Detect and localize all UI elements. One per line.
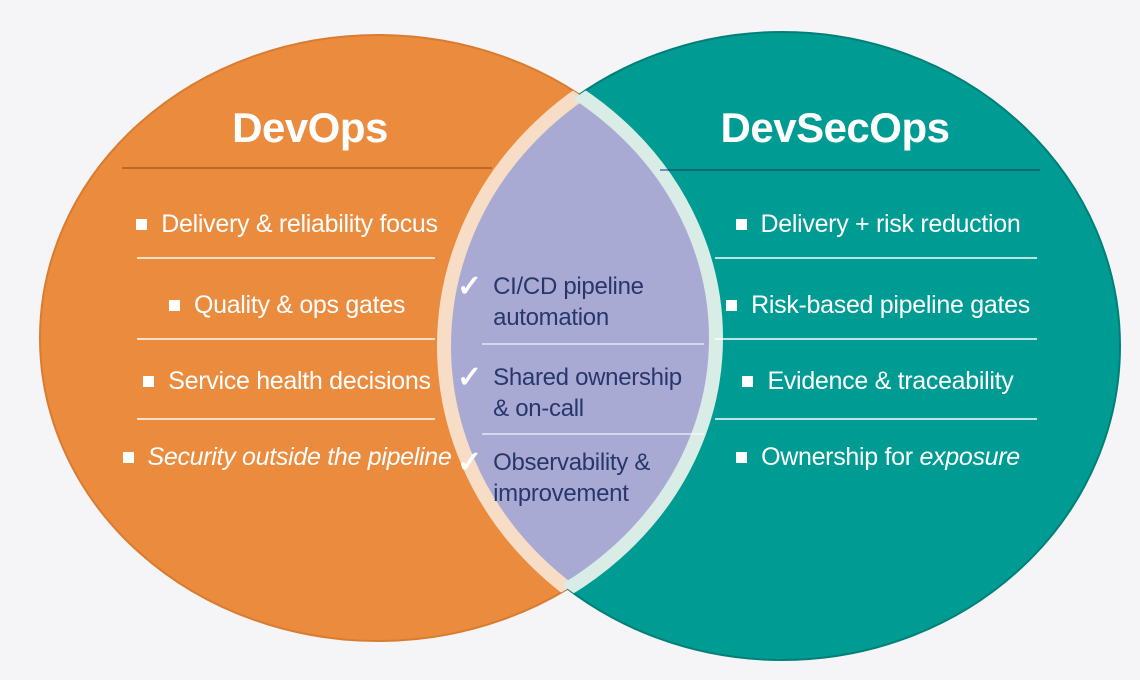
item-text: Risk-based pipeline gates bbox=[751, 291, 1030, 319]
overlap-item-line1: CI/CD pipeline bbox=[493, 273, 644, 300]
item-text: Delivery + risk reduction bbox=[760, 210, 1021, 238]
devops-list-item: Security outside the pipeline bbox=[72, 440, 502, 474]
item-label: Risk-based pipeline gates bbox=[751, 288, 1030, 322]
item-label: Service health decisions bbox=[168, 364, 431, 398]
devsecops-list-item: Ownership for exposure bbox=[663, 440, 1093, 474]
square-bullet-icon bbox=[726, 299, 738, 311]
item-text-emphasis: Security outside the pipeline bbox=[147, 443, 452, 471]
overlap-item-text: Observability & improvement bbox=[493, 447, 650, 509]
item-label: Delivery + risk reduction bbox=[761, 207, 1021, 241]
item-divider bbox=[715, 418, 1037, 420]
item-divider bbox=[137, 338, 435, 340]
square-bullet-icon bbox=[735, 218, 747, 230]
overlap-list-item: ✓ CI/CD pipeline automation bbox=[457, 271, 711, 333]
devops-list-item: Service health decisions bbox=[72, 364, 502, 398]
overlap-divider bbox=[482, 433, 704, 435]
item-text: Evidence & traceability bbox=[767, 367, 1014, 395]
item-text-emphasis: exposure bbox=[919, 443, 1020, 471]
overlap-item-text: CI/CD pipeline automation bbox=[493, 271, 644, 333]
item-label: Quality & ops gates bbox=[194, 288, 405, 322]
item-text: Service health decisions bbox=[168, 367, 431, 395]
devsecops-list-item: Delivery + risk reduction bbox=[663, 207, 1093, 241]
devops-title: DevOps bbox=[232, 104, 388, 151]
item-divider bbox=[715, 338, 1037, 340]
square-bullet-icon bbox=[736, 451, 748, 463]
overlap-item-text: Shared ownership & on-call bbox=[493, 362, 682, 424]
check-icon: ✓ bbox=[457, 270, 483, 303]
square-bullet-icon bbox=[136, 218, 148, 230]
square-bullet-icon bbox=[742, 375, 754, 387]
item-label: Security outside the pipeline bbox=[148, 440, 452, 474]
overlap-item-line2: automation bbox=[493, 304, 609, 331]
square-bullet-icon bbox=[168, 299, 180, 311]
item-text: Delivery & reliability focus bbox=[161, 210, 438, 238]
overlap-list-item: ✓ Observability & improvement bbox=[457, 447, 711, 509]
item-text: Ownership for bbox=[761, 443, 913, 471]
overlap-item-line2: & on-call bbox=[493, 395, 584, 422]
overlap-item-line1: Shared ownership bbox=[493, 364, 682, 391]
devops-list-item: Quality & ops gates bbox=[72, 288, 502, 322]
square-bullet-icon bbox=[122, 451, 134, 463]
item-label: Ownership for exposure bbox=[761, 440, 1020, 474]
item-divider bbox=[137, 418, 435, 420]
devsecops-list-item: Evidence & traceability bbox=[663, 364, 1093, 398]
check-icon: ✓ bbox=[457, 446, 483, 479]
devsecops-list-item: Risk-based pipeline gates bbox=[663, 288, 1093, 322]
square-bullet-icon bbox=[143, 375, 155, 387]
overlap-item-line2: improvement bbox=[493, 480, 629, 507]
item-text: Quality & ops gates bbox=[193, 291, 406, 319]
check-icon: ✓ bbox=[457, 361, 483, 394]
item-divider bbox=[137, 257, 435, 259]
devsecops-title: DevSecOps bbox=[720, 104, 950, 151]
devsecops-title-rule bbox=[660, 169, 1040, 171]
overlap-list-item: ✓ Shared ownership & on-call bbox=[457, 362, 711, 424]
devops-list-item: Delivery & reliability focus bbox=[72, 207, 502, 241]
overlap-rim-left bbox=[437, 35, 716, 641]
item-divider bbox=[715, 257, 1037, 259]
devops-title-rule bbox=[122, 167, 492, 169]
item-label: Evidence & traceability bbox=[767, 364, 1013, 398]
overlap-item-line1: Observability & bbox=[493, 449, 651, 476]
item-label: Delivery & reliability focus bbox=[161, 207, 438, 241]
overlap-divider bbox=[482, 343, 704, 345]
